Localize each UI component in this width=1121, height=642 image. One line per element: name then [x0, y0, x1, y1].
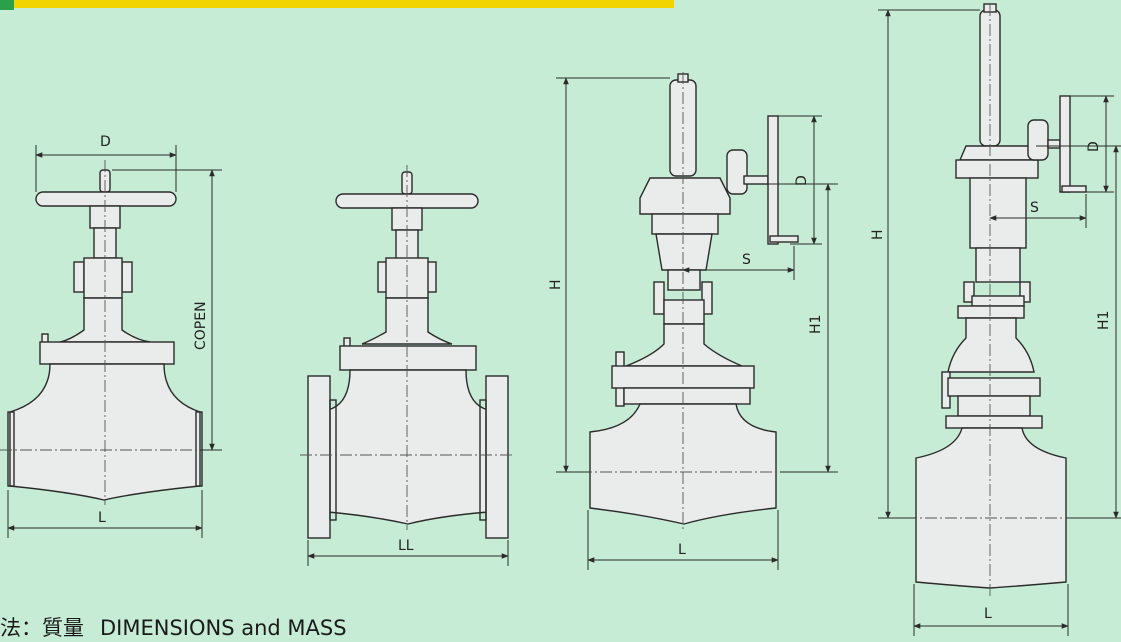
valve-figure-4 — [915, 3, 1087, 589]
header-banner-yellow — [14, 0, 674, 8]
fig1-dimension-copen: COPEN — [193, 301, 209, 350]
center-lines — [0, 4, 1075, 598]
fig3-dimension-s: S — [742, 252, 751, 268]
valve-figure-3 — [589, 73, 799, 525]
fig1-dimension-d: D — [100, 134, 111, 150]
fig4-dimension-h1: H1 — [1096, 311, 1112, 330]
section-heading-en: DIMENSIONS and MASS — [100, 616, 347, 640]
fig3-dimension-d: D — [794, 175, 810, 186]
fig3-dimension-h1: H1 — [808, 315, 824, 334]
fig2-dimension-ll: LL — [398, 538, 414, 554]
dimension-lines — [7, 9, 1121, 636]
header-banner-green — [0, 0, 14, 10]
valve-figure-2 — [307, 171, 509, 539]
section-heading-ja: 法：質量 — [0, 616, 84, 640]
fig1-dimension-l: L — [98, 510, 106, 526]
valve-figure-1 — [7, 169, 203, 501]
fig3-dimension-h: H — [548, 279, 564, 290]
fig3-dimension-l: L — [678, 542, 686, 558]
fig4-dimension-d: D — [1086, 141, 1102, 152]
fig4-dimension-l: L — [984, 606, 992, 622]
fig4-dimension-h: H — [870, 229, 886, 240]
section-heading: 法：質量 DIMENSIONS and MASS — [0, 612, 347, 642]
fig4-dimension-s: S — [1030, 200, 1039, 216]
